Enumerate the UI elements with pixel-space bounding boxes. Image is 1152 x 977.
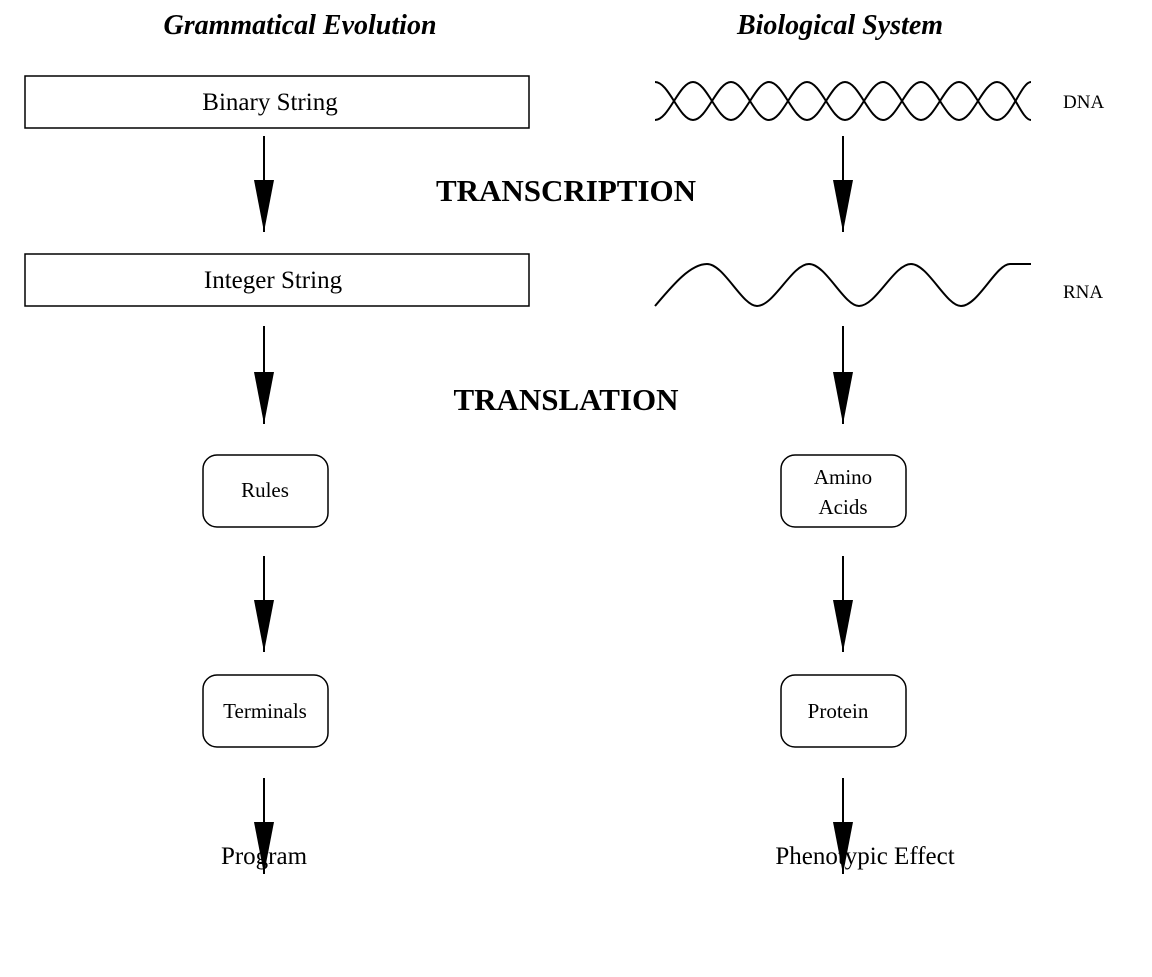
protein-box (780, 674, 907, 748)
arrow-rules-to-terminals (254, 556, 274, 652)
arrow-protein-to-phenotype (833, 778, 853, 874)
dna-label: DNA (1063, 92, 1104, 113)
binary-string-box (24, 75, 530, 129)
rules-label: Rules (241, 478, 289, 502)
arrow-terminals-to-program (254, 778, 274, 874)
translation-label: TRANSLATION (453, 382, 678, 417)
amino-acids-box (780, 454, 907, 528)
terminals-label: Terminals (223, 699, 307, 723)
arrow-dna-to-rna (833, 136, 853, 232)
protein-label: Protein (808, 699, 869, 723)
transcription-label: TRANSCRIPTION (436, 173, 696, 208)
rna-label: RNA (1063, 282, 1103, 303)
arrow-amino-acids-to-protein (833, 556, 853, 652)
amino-acids-label-line1: Amino (814, 465, 872, 489)
amino-acids-label-line2: Acids (819, 495, 868, 519)
phenotypic-effect-label: Phenotypic Effect (775, 843, 954, 870)
integer-string-label: Integer String (204, 267, 343, 294)
right-column-heading: Biological System (736, 10, 943, 41)
terminals-box (202, 674, 329, 748)
binary-string-label: Binary String (202, 89, 338, 116)
dna-helix-icon (654, 80, 1032, 122)
left-column-heading: Grammatical Evolution (163, 10, 436, 41)
arrow-binary-to-integer (254, 136, 274, 232)
arrow-rna-to-amino-acids (833, 326, 853, 424)
rna-strand-icon (654, 262, 1031, 308)
integer-string-box (24, 253, 530, 307)
rules-box (202, 454, 329, 528)
arrow-integer-to-rules (254, 326, 274, 424)
